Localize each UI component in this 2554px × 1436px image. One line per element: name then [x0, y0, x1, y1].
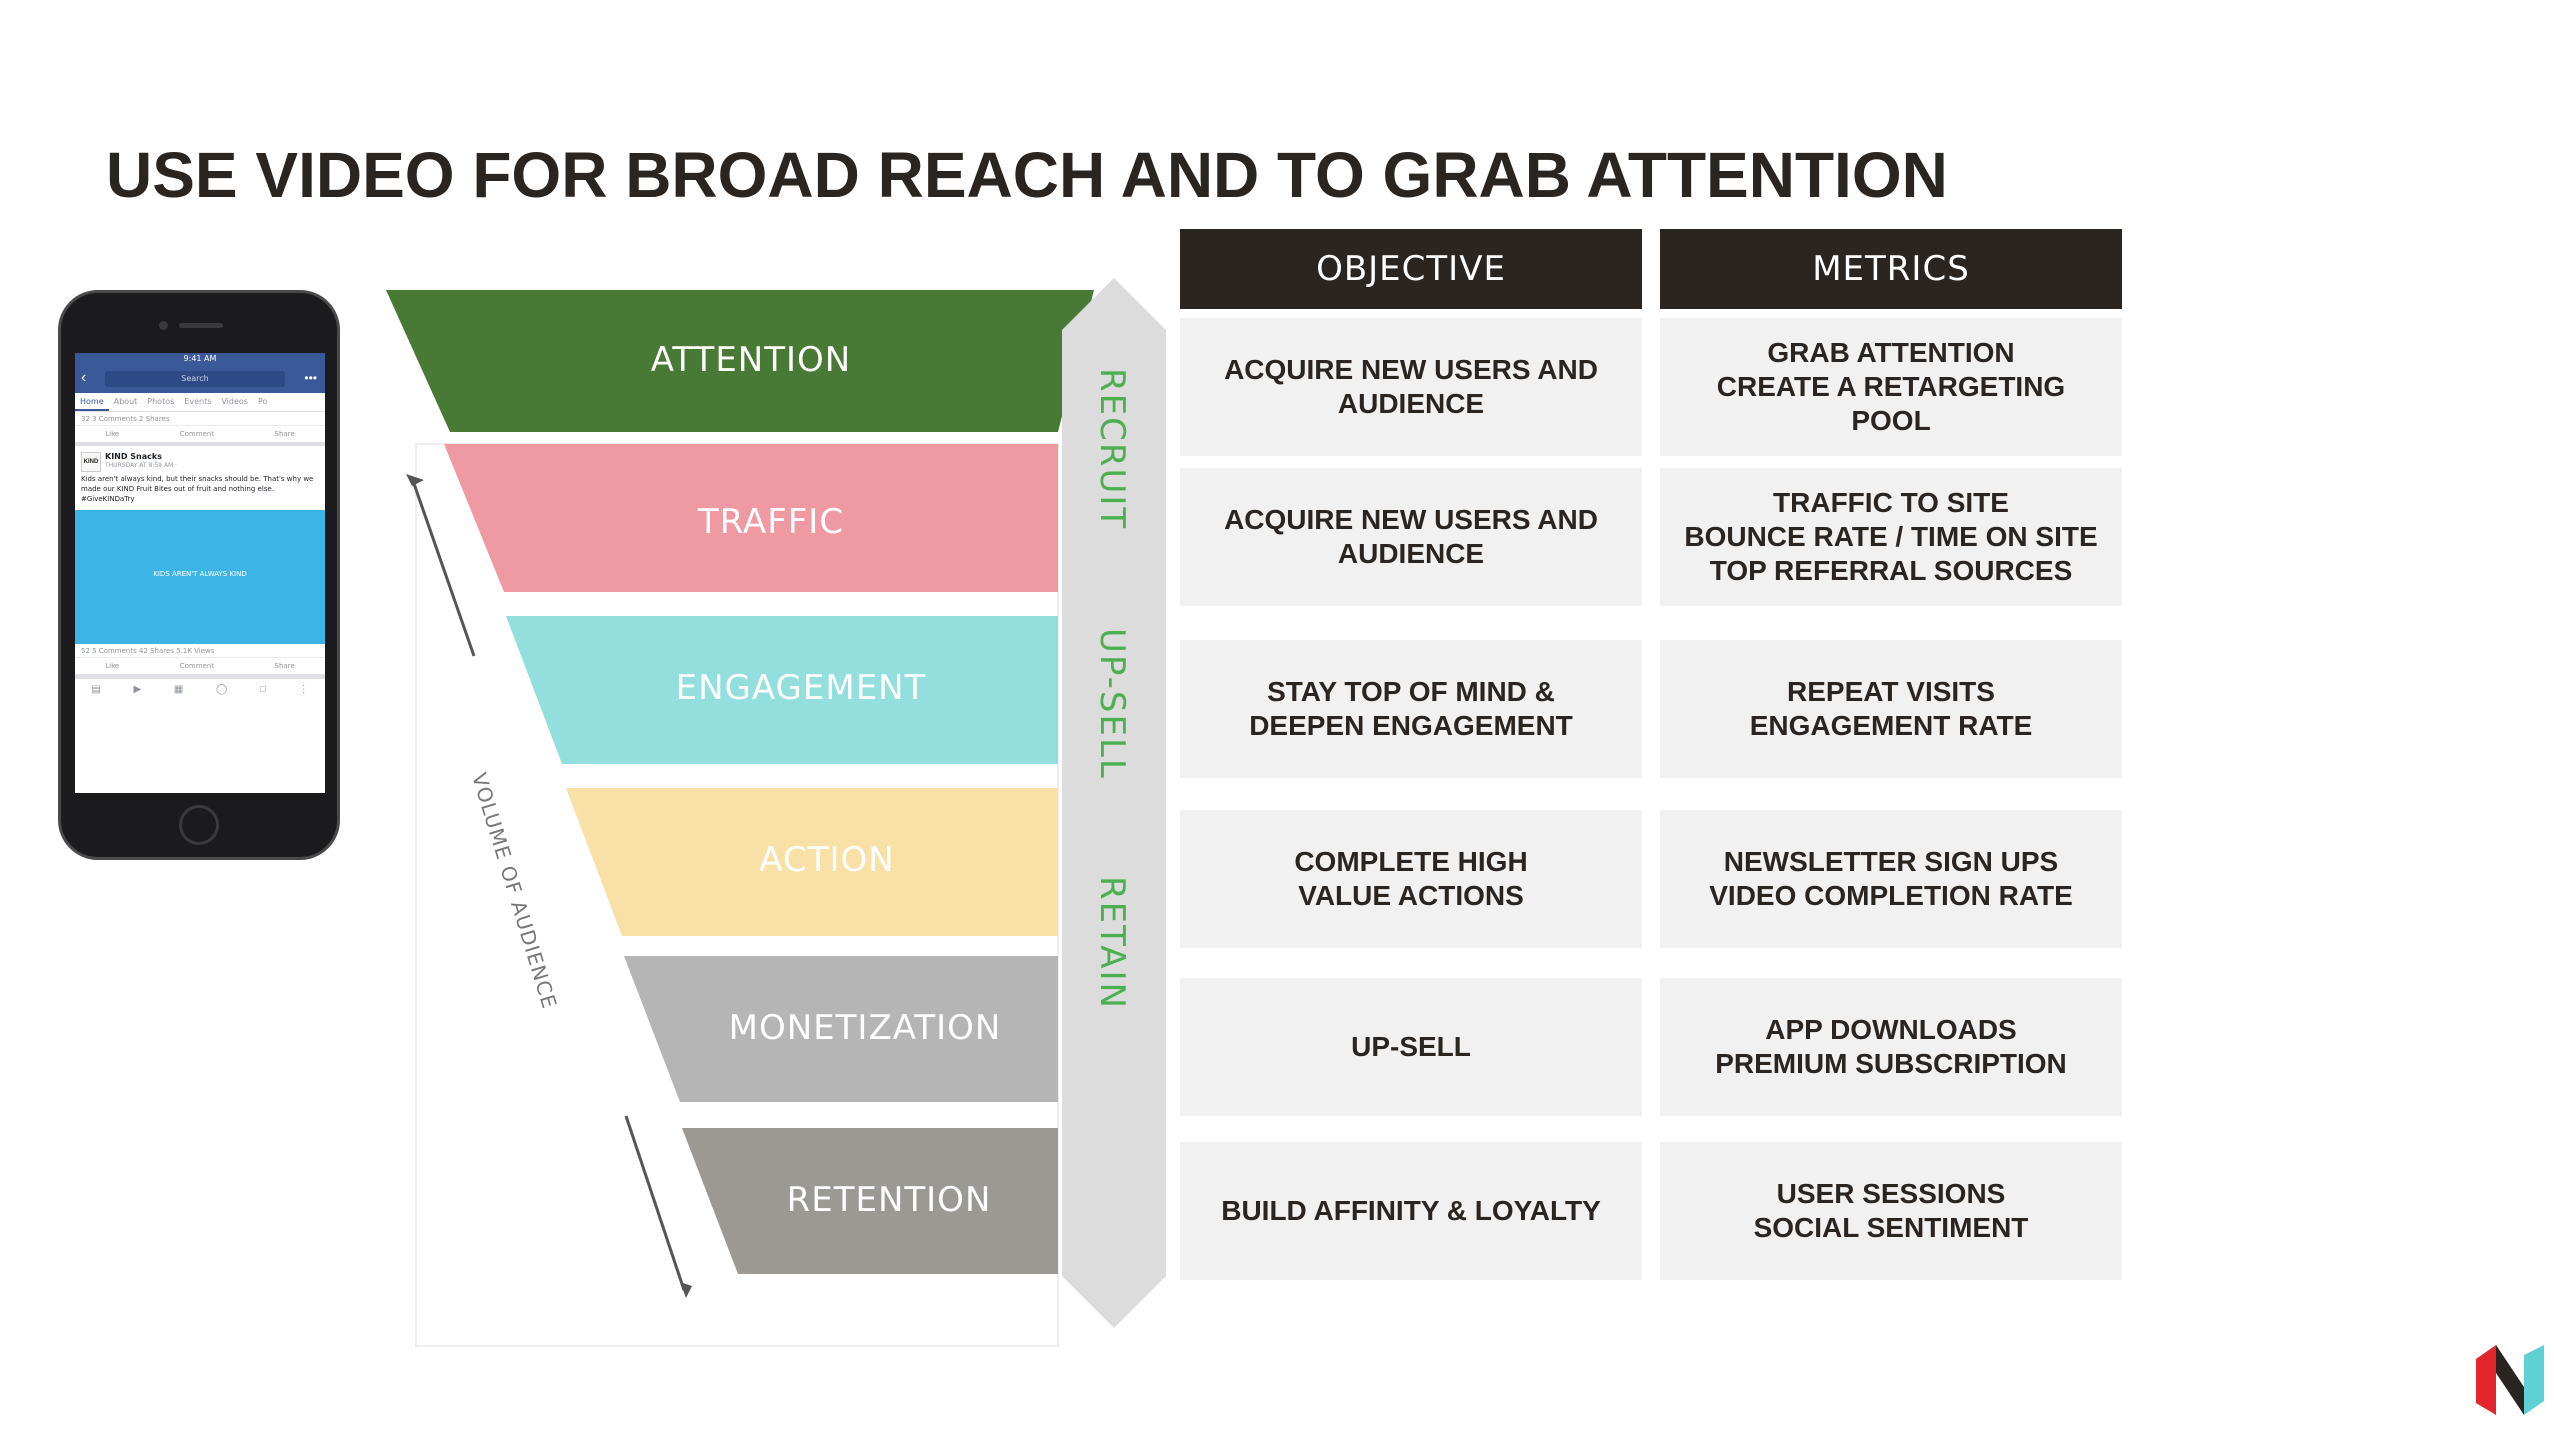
volume-arrowhead-down — [680, 1282, 692, 1298]
brand-logo-icon — [2476, 1345, 2544, 1415]
menu-icon[interactable]: ⋮ — [298, 684, 309, 695]
funnel-layer-engagement — [506, 616, 1058, 764]
news-feed-icon[interactable]: ▤ — [91, 684, 101, 695]
volume-arrow-down — [624, 1115, 686, 1291]
metrics-header: METRICS — [1660, 229, 2122, 309]
layer-label-engagement: ENGAGEMENT — [675, 668, 927, 708]
tab-posts[interactable]: Po — [257, 397, 268, 406]
phone-mockup: 9:41 AM ‹ Search ••• Home About Photos E… — [58, 290, 340, 860]
funnel-layer-monetization — [624, 956, 1058, 1102]
video-caption: KIDS AREN'T ALWAYS KIND — [153, 570, 247, 578]
like-button[interactable]: Like — [105, 430, 120, 438]
side-label-recruit: RECRUIT — [1092, 368, 1132, 531]
post-header: KIND KIND Snacks THURSDAY AT 8:59 AM · — [75, 446, 325, 472]
marketplace-icon[interactable]: ▦ — [173, 684, 184, 695]
kind-logo: KIND — [81, 452, 101, 472]
fb-navbar: ‹ Search ••• — [75, 365, 325, 393]
globe-icon[interactable]: ◯ — [216, 684, 228, 695]
side-stage-bar — [1062, 278, 1166, 1328]
volume-arrow-up — [410, 477, 476, 657]
tab-photos[interactable]: Photos — [147, 397, 175, 406]
post-time: THURSDAY AT 8:59 AM · — [105, 462, 177, 469]
phone-screen: 9:41 AM ‹ Search ••• Home About Photos E… — [75, 353, 325, 793]
funnel-layer-retention — [682, 1128, 1058, 1274]
objective-cell: STAY TOP OF MIND &DEEPEN ENGAGEMENT — [1180, 640, 1642, 778]
objective-header: OBJECTIVE — [1180, 229, 1642, 309]
slide-title: USE VIDEO FOR BROAD REACH AND TO GRAB AT… — [106, 139, 1948, 211]
side-label-up-sell: UP-SELL — [1092, 628, 1132, 780]
video-icon[interactable]: ▶ — [133, 684, 142, 695]
volume-arrowhead-up — [406, 474, 424, 486]
top-actions: Like Comment Share — [75, 426, 325, 446]
objective-cell: BUILD AFFINITY & LOYALTY — [1180, 1142, 1642, 1280]
funnel-layer-action — [566, 788, 1058, 936]
video-thumbnail[interactable]: KIDS AREN'T ALWAYS KIND — [75, 510, 325, 644]
side-label-retain: RETAIN — [1092, 876, 1132, 1010]
share-button[interactable]: Share — [274, 430, 295, 438]
fb-bottom-bar: ▤ ▶ ▦ ◯ □ ⋮ — [75, 678, 325, 701]
bookmark-icon[interactable]: □ — [259, 684, 266, 695]
tab-videos[interactable]: Videos — [221, 397, 248, 406]
comment-button[interactable]: Comment — [179, 662, 215, 670]
top-stats: 32 3 Comments 2 Shares — [75, 412, 325, 426]
layer-label-action: ACTION — [759, 840, 895, 880]
share-button[interactable]: Share — [274, 662, 295, 670]
speaker-grille — [179, 323, 223, 328]
home-button — [179, 805, 219, 845]
fb-tabs: Home About Photos Events Videos Po — [75, 393, 325, 412]
back-arrow-icon[interactable]: ‹ — [81, 369, 87, 386]
comment-button[interactable]: Comment — [179, 430, 215, 438]
tab-home[interactable]: Home — [75, 393, 109, 411]
layer-label-attention: ATTENTION — [650, 340, 852, 380]
post-text: Kids aren't always kind, but their snack… — [81, 475, 314, 503]
page-name[interactable]: KIND Snacks — [105, 452, 162, 461]
layer-label-traffic: TRAFFIC — [697, 502, 845, 542]
like-button[interactable]: Like — [105, 662, 120, 670]
search-field[interactable]: Search — [105, 371, 285, 387]
layer-label-monetization: MONETIZATION — [728, 1008, 1002, 1048]
more-icon[interactable]: ••• — [304, 371, 317, 385]
tab-events[interactable]: Events — [184, 397, 212, 406]
layer-label-retention: RETENTION — [786, 1180, 992, 1220]
bottom-stats: 52 5 Comments 42 Shares 5.1K Views — [75, 644, 325, 658]
camera-icon — [159, 321, 168, 330]
status-time: 9:41 AM — [75, 353, 325, 365]
funnel-layer-attention — [386, 290, 1094, 432]
objective-cell: UP-SELL — [1180, 978, 1642, 1116]
tab-about[interactable]: About — [113, 397, 138, 406]
bottom-actions: Like Comment Share — [75, 658, 325, 678]
funnel-layer-traffic — [444, 444, 1058, 592]
